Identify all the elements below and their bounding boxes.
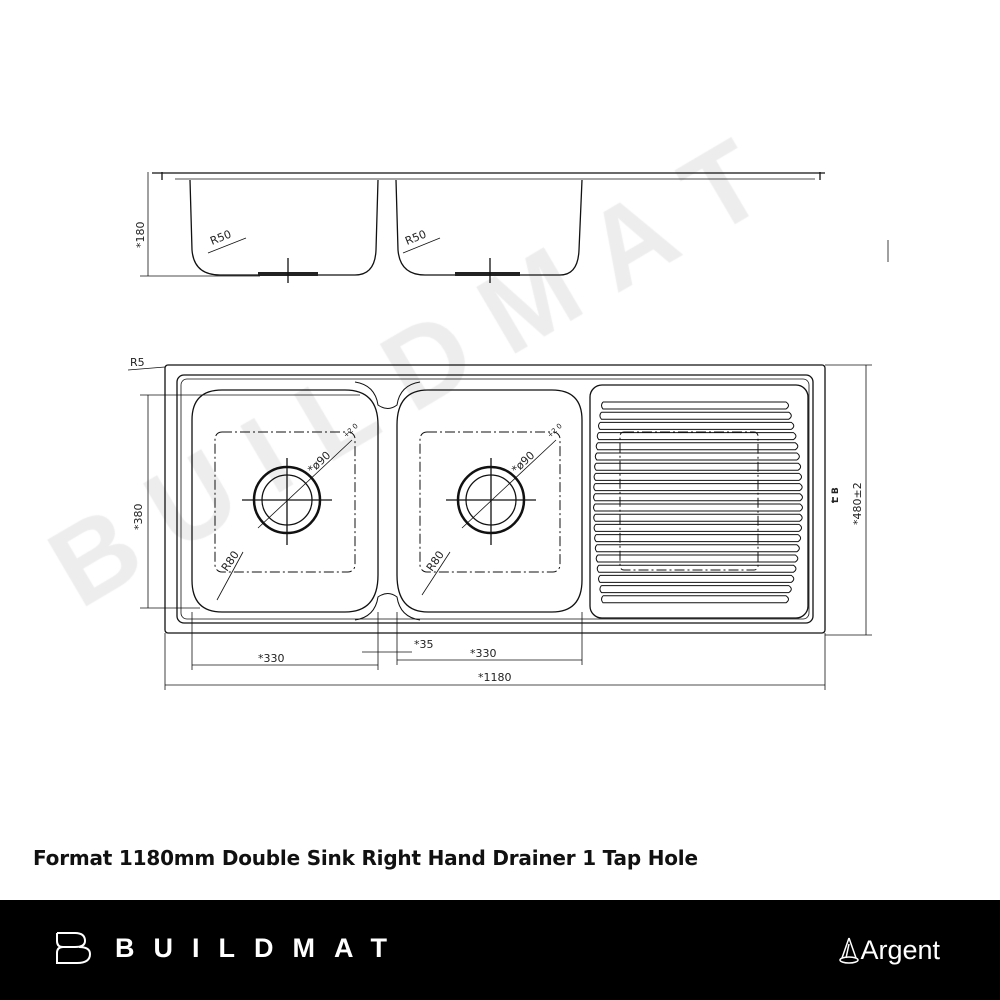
drainer-rib — [593, 523, 803, 532]
drainer-rib — [596, 432, 797, 441]
buildmat-logo: BUILDMAT — [55, 930, 406, 966]
gap-label: *35 — [414, 638, 434, 651]
drainer-rib — [594, 534, 802, 543]
drainer-rib — [594, 462, 802, 471]
side-radius-right: R50 — [403, 228, 428, 248]
plan-view — [164, 364, 826, 634]
argent-logo: Argent — [838, 935, 940, 966]
waste-tolerance-left: +2 0 — [342, 422, 360, 439]
buildmat-logo-icon — [56, 932, 92, 964]
bowl-left — [191, 389, 379, 613]
drainer-ribs — [593, 401, 803, 604]
drainer-rib — [599, 585, 792, 594]
drainer-rib — [597, 421, 795, 430]
depth-label: *180 — [134, 222, 147, 249]
drainer-rib — [593, 472, 803, 481]
brand-name: BUILDMAT — [115, 932, 406, 963]
drainer-rib — [593, 503, 803, 512]
waste-left-label: *ø90 — [305, 449, 333, 476]
overall-depth-label: *480±2 — [851, 482, 864, 525]
waste-right-label: *ø90 — [509, 449, 537, 476]
drainer-rib — [593, 513, 803, 522]
partner-name: Argent — [860, 935, 940, 965]
drainer-rib — [599, 411, 792, 420]
drainer-rib — [597, 574, 795, 583]
dimensions — [127, 364, 872, 690]
side-view — [140, 172, 889, 283]
argent-drop-icon — [839, 937, 860, 964]
bowl-right — [396, 389, 583, 613]
drainer-rib — [601, 595, 789, 604]
footer: BUILDMAT Argent — [0, 900, 1000, 1000]
bowl-radius-right: R80 — [424, 549, 447, 574]
drainer-rib — [593, 493, 803, 502]
drainer-rib — [595, 442, 799, 451]
marker-label: L B — [831, 487, 841, 503]
drainer-rib — [596, 564, 797, 573]
drainer-rib — [594, 544, 800, 553]
drainer-rib — [593, 483, 803, 492]
bowl-width-right-label: *330 — [470, 647, 497, 660]
bowl-width-left-label: *330 — [258, 652, 285, 665]
drainer-rib — [601, 401, 789, 410]
drainer-rib — [595, 554, 799, 563]
overall-width-label: *1180 — [478, 671, 512, 684]
product-caption: Format 1180mm Double Sink Right Hand Dra… — [33, 846, 698, 870]
technical-drawing: *180 R50 R50 — [127, 172, 889, 690]
waste-tolerance-right: +2 0 — [546, 422, 564, 439]
corner-radius-label: R5 — [130, 356, 145, 369]
bowl-height-label: *380 — [132, 504, 145, 531]
drainer-rib — [594, 452, 800, 461]
